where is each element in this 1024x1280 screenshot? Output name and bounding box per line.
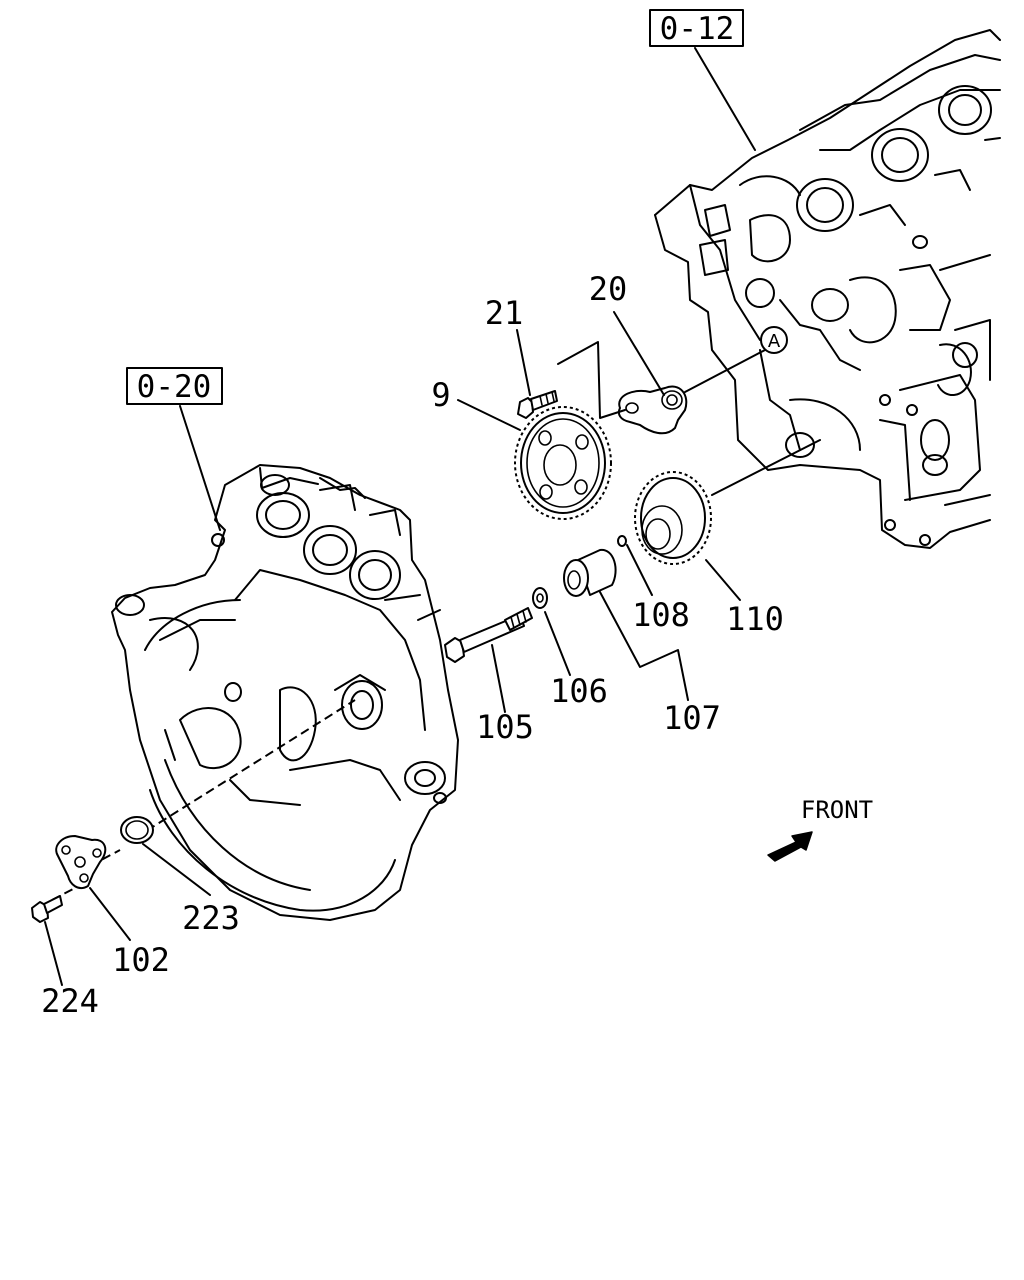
front-direction-label: FRONT — [801, 796, 873, 824]
bracket-bolt-part — [517, 390, 558, 419]
callout-20: 20 — [589, 270, 628, 308]
shaft-axis-line-housing — [134, 699, 356, 839]
marker-a-label: A — [768, 331, 781, 352]
thrust-washer-part — [532, 587, 548, 609]
leader-21 — [516, 329, 531, 396]
marker-a-circle — [760, 326, 788, 354]
dowel-pin-part — [617, 535, 627, 547]
callout-107: 107 — [663, 699, 721, 737]
housing-reference-label: 0-20 — [137, 369, 212, 405]
callout-223: 223 — [182, 899, 240, 937]
callout-108: 108 — [632, 596, 690, 634]
idler-gear-110-part — [634, 471, 712, 565]
leader-20 — [613, 311, 665, 396]
idler-shaft-part — [563, 548, 617, 597]
idler-gear-9-part — [514, 406, 612, 520]
cover-plate-part — [55, 835, 107, 890]
block-reference-leader — [694, 47, 756, 151]
front-arrow-icon — [767, 831, 813, 862]
callout-106: 106 — [550, 672, 608, 710]
housing-reference-leader — [179, 405, 221, 531]
callout-110: 110 — [726, 600, 784, 638]
block-reference-box — [649, 9, 744, 47]
callout-224: 224 — [41, 982, 99, 1020]
leader-224 — [44, 921, 63, 986]
leader-107 — [599, 591, 689, 701]
callout-21: 21 — [485, 294, 524, 332]
cylinder-block-drawing — [654, 29, 1001, 549]
housing-reference-box — [126, 367, 223, 405]
callout-102: 102 — [112, 941, 170, 979]
leader-110 — [705, 559, 741, 601]
gear-110-guide-line — [711, 439, 821, 496]
callout-9: 9 — [431, 376, 450, 414]
leader-223 — [142, 843, 211, 896]
flywheel-housing-drawing — [111, 464, 459, 921]
leader-105 — [491, 644, 506, 713]
leader-106 — [544, 611, 571, 676]
callout-105: 105 — [476, 708, 534, 746]
shaft-bolt-part — [444, 607, 533, 663]
oring-part — [120, 816, 154, 844]
cover-bolt-part — [31, 895, 63, 923]
leader-108 — [626, 544, 653, 596]
leader-102 — [89, 887, 131, 941]
leader-9 — [457, 399, 521, 431]
idler-bracket-part — [617, 385, 688, 435]
bracket-guide-line — [684, 349, 766, 393]
block-reference-label: 0-12 — [660, 11, 735, 47]
bolt-guide-line — [557, 341, 626, 419]
